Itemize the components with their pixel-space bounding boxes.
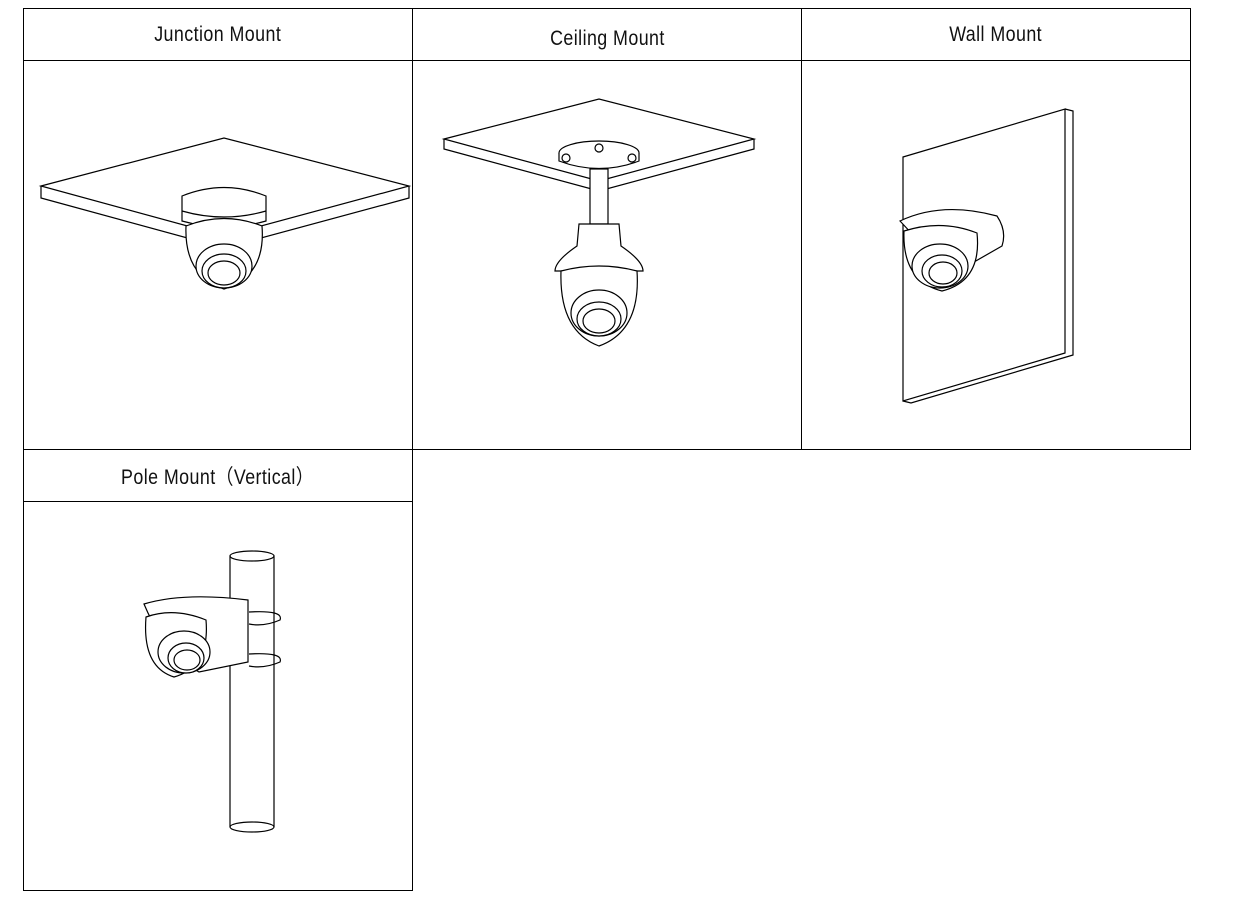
pole-mount-illustration [143, 550, 281, 833]
junction-mount-cell [23, 60, 413, 450]
pole-mount-title: Pole Mount（Vertical） [121, 465, 315, 489]
wall-mount-cell [801, 60, 1191, 450]
junction-mount-illustration [38, 137, 412, 290]
pole-mount-cell [23, 501, 413, 891]
ceiling-mount-illustration [441, 98, 757, 347]
pole-mount-header: Pole Mount（Vertical） [23, 449, 413, 502]
junction-mount-title: Junction Mount [154, 22, 282, 46]
wall-mount-title: Wall Mount [949, 22, 1043, 46]
wall-mount-illustration [899, 108, 1074, 404]
ceiling-mount-title: Ceiling Mount [549, 26, 665, 50]
ceiling-mount-cell [412, 60, 802, 450]
ceiling-mount-header: Ceiling Mount [412, 8, 802, 61]
wall-mount-header: Wall Mount [801, 8, 1191, 61]
junction-mount-header: Junction Mount [23, 8, 413, 61]
